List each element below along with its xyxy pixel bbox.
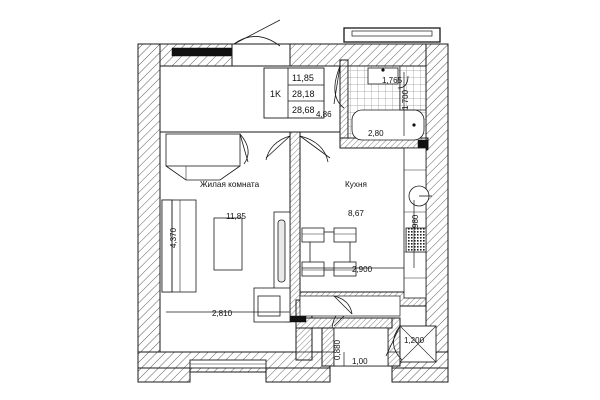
dim-entry-height: 0,880 <box>333 339 342 360</box>
coffee-table <box>213 217 243 271</box>
room-area-living: 11,85 <box>226 212 246 221</box>
hall-door-swing <box>333 295 353 315</box>
kitchen-door-leaf <box>299 135 331 159</box>
dim-kitchen-width: 2,900 <box>352 265 373 274</box>
entry-group <box>299 295 437 367</box>
bath-door-leaf <box>333 65 341 105</box>
wall-entry-top <box>295 317 393 329</box>
info-row-1: 11,85 <box>292 73 314 83</box>
closet-door-swing <box>393 325 403 361</box>
kitchen-door-swing <box>299 135 329 163</box>
closet-x-2 <box>399 325 437 363</box>
bath-pipe-icon <box>397 75 409 89</box>
living-door-swing-1 <box>239 133 249 165</box>
chair-3 <box>301 261 325 277</box>
bathroom-group <box>333 65 427 141</box>
sink-tap-icon <box>381 68 385 72</box>
room-area-kitchen: 8,67 <box>348 209 364 218</box>
living-door-leaf-2 <box>265 135 291 159</box>
dim-kitchen-counter: 980 <box>411 214 420 228</box>
dim-living-width: 2,810 <box>212 309 233 318</box>
wall-left <box>137 43 161 373</box>
hall-door-leaf <box>333 295 353 315</box>
dim-entry-width: 1,00 <box>352 357 368 366</box>
dim-living-height: 4,370 <box>169 227 178 248</box>
text-labels: 1K 11,85 28,18 28,68 Жилая комната 11,85… <box>169 67 425 366</box>
sink-icon <box>367 67 399 85</box>
room-label-kitchen: Кухня <box>345 180 367 189</box>
closet-door-leaf <box>385 325 401 357</box>
bathtub-icon <box>351 109 425 141</box>
info-type-label: 1K <box>270 89 281 99</box>
bathtub-drain-icon <box>412 123 416 127</box>
info-row-3: 28,68 <box>292 105 315 115</box>
area-label-hall: 4,86 <box>316 110 332 119</box>
kitchen-group <box>299 135 432 299</box>
kitchen-counter <box>403 147 427 299</box>
radiator-icon <box>277 219 286 283</box>
info-row-2: 28,18 <box>292 89 315 99</box>
area-label-bath: 2,80 <box>368 129 384 138</box>
apartment-info-box: 1K 11,85 28,18 28,68 <box>263 67 325 119</box>
slab-bottom-mid <box>265 367 331 383</box>
balcony-door-leaf <box>233 19 281 45</box>
entry-floor <box>333 327 389 367</box>
hall-corridor <box>299 295 401 317</box>
wardrobe-open-leaves <box>165 165 241 181</box>
slab-bottom-left <box>137 367 191 383</box>
wall-right <box>425 43 449 373</box>
chair-2 <box>333 227 357 243</box>
room-label-living: Жилая комната <box>200 180 260 189</box>
slab-bottom-right <box>391 367 449 383</box>
tv-icon <box>257 295 281 317</box>
living-room-group <box>161 19 291 323</box>
dim-bath-top: 1,765 <box>382 76 403 85</box>
stove-icon <box>405 227 427 253</box>
living-door-leaf-1 <box>239 133 249 163</box>
chair-4 <box>333 261 357 277</box>
info-box-frame <box>263 67 325 119</box>
chair-1 <box>301 227 325 243</box>
balcony-door-top <box>231 43 291 67</box>
balcony-rail <box>351 30 433 37</box>
wall-bath-left <box>339 59 349 147</box>
dim-bath-side: 1 700 <box>401 89 410 110</box>
dimension-lines <box>166 72 415 366</box>
wardrobe <box>165 133 241 167</box>
dim-closet-width: 1,200 <box>404 336 425 345</box>
wall-central-partition <box>289 131 301 319</box>
bath-door-swing <box>334 65 345 109</box>
